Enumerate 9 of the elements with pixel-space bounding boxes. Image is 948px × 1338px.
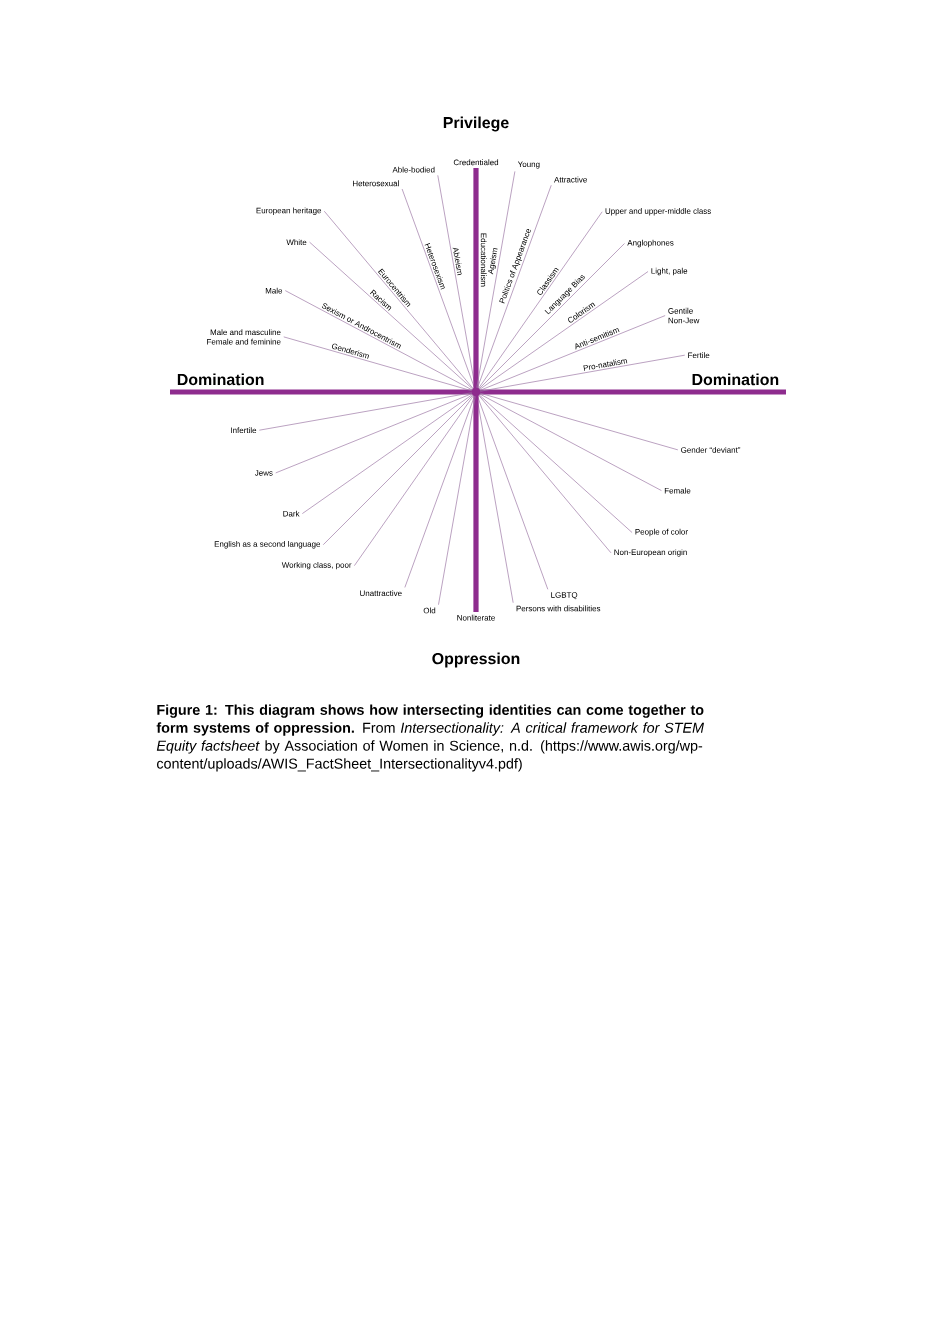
line [302,271,649,514]
line [354,211,603,566]
line [473,168,479,612]
line [323,210,612,554]
line [275,315,666,474]
line [170,389,786,395]
line [259,354,686,431]
line [283,336,679,451]
line [284,290,662,491]
